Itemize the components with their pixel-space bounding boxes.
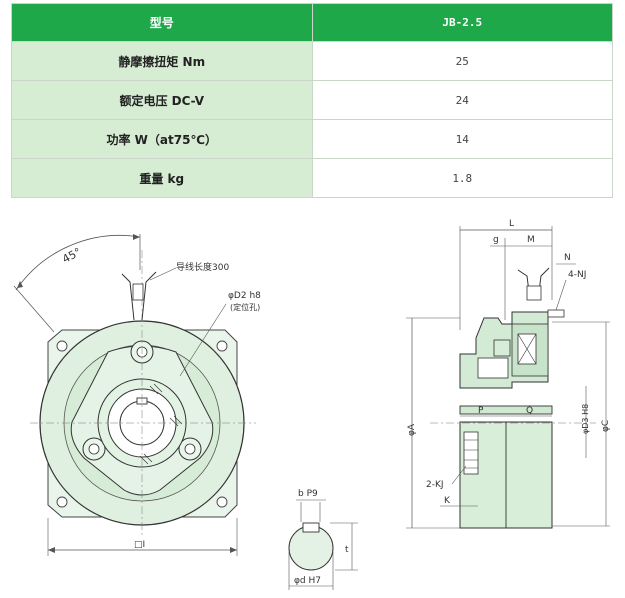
side-2kj-label: 2-KJ	[426, 480, 444, 490]
row-value: 1.8	[311, 158, 613, 198]
side-g-label: g	[493, 235, 499, 245]
row-label: 额定电压 DC-V	[11, 80, 313, 120]
side-Q-label: Q	[526, 406, 533, 416]
side-A-label: φA	[407, 423, 417, 436]
d2-label: φD2 h8	[228, 291, 261, 301]
keyway-b-label: b P9	[298, 489, 318, 499]
technical-drawing: 45°	[13, 219, 611, 590]
keyway-view: b P9 t φd H7	[288, 489, 358, 590]
row-label: 静摩擦扭矩 Nm	[11, 41, 313, 81]
row-label: 重量 kg	[11, 158, 313, 198]
row-label: 功率 W（at75℃）	[11, 119, 313, 159]
table-row: 静摩擦扭矩 Nm 25	[11, 41, 613, 81]
side-view: L g M N 4-NJ	[406, 219, 611, 529]
row-value: 24	[311, 80, 613, 120]
side-C-label: φC	[601, 420, 611, 432]
front-view: 45°	[13, 234, 261, 556]
spec-table: 型号 JB-2.5 静摩擦扭矩 Nm 25 额定电压 DC-V 24 功率 W（…	[11, 3, 613, 198]
header-value: JB-2.5	[311, 3, 613, 42]
header-label: 型号	[11, 3, 313, 42]
keyway-t-label: t	[345, 545, 349, 555]
table-header-row: 型号 JB-2.5	[11, 3, 613, 42]
table-row: 额定电压 DC-V 24	[11, 80, 613, 120]
side-K-label: K	[444, 496, 451, 506]
table-row: 功率 W（at75℃） 14	[11, 119, 613, 159]
width-label: □I	[134, 540, 145, 550]
side-D3-label: φD3 H8	[581, 404, 590, 434]
d2-note: (定位孔)	[230, 302, 260, 312]
keyway-d-label: φd H7	[294, 576, 321, 586]
row-value: 14	[311, 119, 613, 159]
table-row: 重量 kg 1.8	[11, 158, 613, 198]
side-N-label: N	[564, 253, 571, 263]
lead-length-label: 导线长度300	[176, 261, 229, 273]
side-M-label: M	[527, 235, 535, 245]
side-4nj-label: 4-NJ	[568, 270, 586, 280]
side-L-label: L	[509, 219, 514, 229]
side-P-label: P	[478, 406, 484, 416]
row-value: 25	[311, 41, 613, 81]
